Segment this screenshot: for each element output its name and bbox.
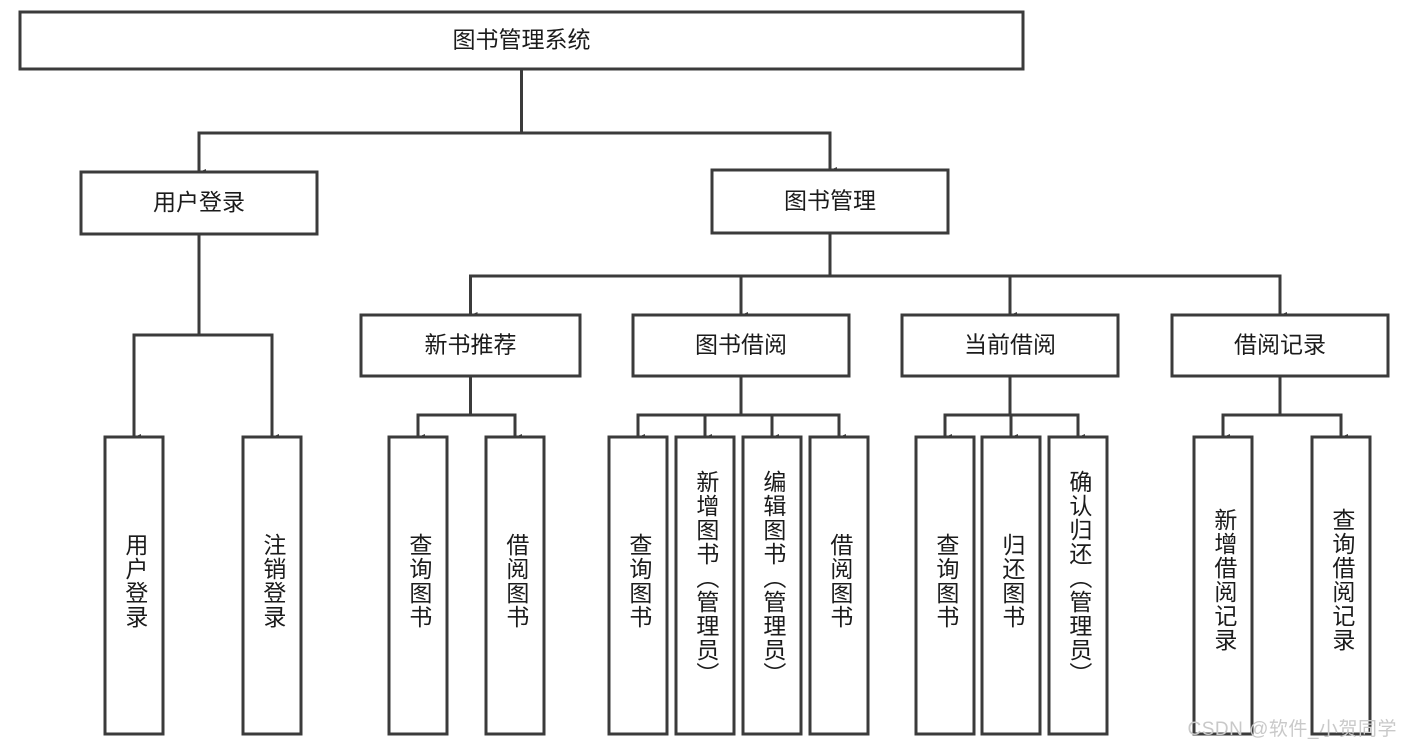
leaf-box-book_borrow-3[interactable]: [808, 435, 870, 736]
leaf-box-borrow_record-1[interactable]: [1310, 435, 1372, 736]
leaf-box-book_borrow-0[interactable]: [607, 435, 669, 736]
node-level3-label-0: 新书推荐: [425, 332, 517, 358]
node-level2-label-1: 图书管理: [784, 188, 876, 214]
node-level2-box-1[interactable]: [710, 168, 950, 235]
leaf-box-new_book-1[interactable]: [484, 435, 546, 736]
node-boxes: [18, 10, 1390, 736]
node-level3-box-3[interactable]: [1170, 313, 1390, 378]
connector-lines: [127, 67, 1348, 446]
node-level3-box-1[interactable]: [631, 313, 851, 378]
node-level3-label-2: 当前借阅: [964, 332, 1056, 358]
leaf-box-book_borrow-1[interactable]: [674, 435, 736, 736]
leaf-box-book_borrow-2[interactable]: [741, 435, 803, 736]
leaf-box-user_login-1[interactable]: [241, 435, 303, 736]
leaf-box-current_borrow-1[interactable]: [980, 435, 1042, 736]
leaf-box-current_borrow-0[interactable]: [914, 435, 976, 736]
leaf-box-current_borrow-2[interactable]: [1047, 435, 1109, 736]
leaf-box-new_book-0[interactable]: [387, 435, 449, 736]
node-root-label: 图书管理系统: [453, 27, 591, 53]
leaf-box-user_login-0[interactable]: [103, 435, 165, 736]
node-level3-label-3: 借阅记录: [1234, 332, 1326, 358]
node-root-box[interactable]: [18, 10, 1025, 71]
watermark-text: CSDN @软件_小贺同学: [1187, 719, 1397, 740]
leaf-box-borrow_record-0[interactable]: [1192, 435, 1254, 736]
node-level3-label-1: 图书借阅: [695, 332, 787, 358]
node-level2-label-0: 用户登录: [153, 189, 245, 215]
node-level2-box-0[interactable]: [79, 170, 319, 236]
node-level3-box-2[interactable]: [900, 313, 1120, 378]
node-level3-box-0[interactable]: [359, 313, 582, 378]
